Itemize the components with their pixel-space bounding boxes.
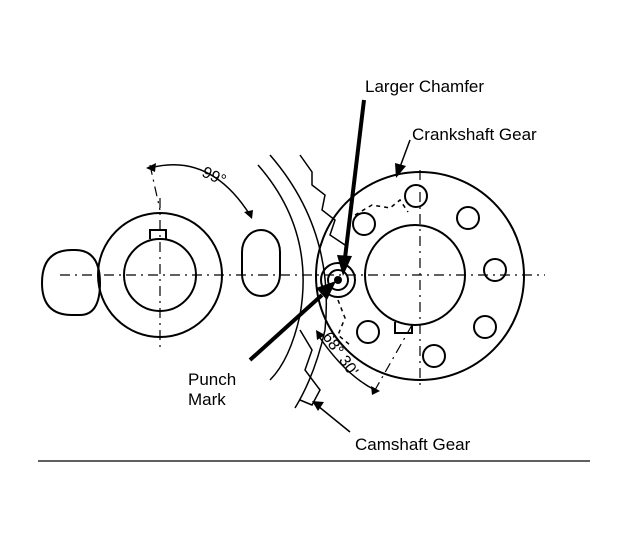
cam-angle-ref-line — [149, 164, 161, 211]
cam-angle-label: 99° — [199, 164, 228, 190]
crankshaft-mesh-teeth-lower — [337, 299, 351, 346]
camshaft-hub — [97, 198, 223, 352]
cam-angle-arrowhead-right — [244, 210, 253, 219]
crank-angle-arc — [317, 334, 376, 391]
punch-mark-label-line1: Punch — [188, 370, 236, 389]
punch-mark-dot — [334, 276, 342, 284]
crankshaft-gear-hole — [352, 212, 376, 236]
punch-mark-arrowhead — [316, 281, 336, 300]
punch-mark-label-line2: Mark — [188, 390, 226, 409]
crankshaft-timing-ref-line — [374, 324, 413, 391]
camshaft-gear-arc-outer — [269, 154, 328, 409]
camshaft-gear-arc-inner — [257, 164, 304, 381]
crankshaft-gear-hole — [404, 184, 428, 208]
crank-angle-arrowhead-lower — [371, 386, 380, 395]
camshaft-gear-teeth — [299, 154, 346, 246]
camshaft-hub-outer-ring — [97, 212, 223, 338]
camshaft-gear-arrowhead — [312, 401, 324, 411]
crankshaft-gear-arrow — [399, 139, 411, 168]
punch-mark-arrow — [248, 293, 324, 362]
crankshaft-gear-bore — [364, 224, 466, 326]
crankshaft-gear-hole — [473, 315, 497, 339]
camshaft-gear-lower-teeth — [299, 329, 321, 406]
camshaft-gear-arrow — [317, 405, 351, 433]
crankshaft-gear-hole — [456, 206, 480, 230]
larger-chamfer-label: Larger Chamfer — [365, 77, 484, 96]
punch-mark-point — [320, 262, 356, 298]
crankshaft-gear-hole — [356, 320, 380, 344]
larger-chamfer-arrowhead — [337, 255, 352, 276]
camshaft-gear-rim — [257, 154, 346, 409]
crankshaft-gear-label: Crankshaft Gear — [412, 125, 537, 144]
leader-arrows — [248, 99, 411, 433]
crankshaft-gear-arrowhead — [395, 163, 406, 178]
camshaft-keyway — [149, 229, 167, 239]
camshaft-gear-label: Camshaft Gear — [355, 435, 471, 454]
crankshaft-gear — [315, 170, 525, 391]
crank-angle-arrowhead-upper — [316, 330, 325, 340]
cam-angle-marker: 99° — [146, 163, 253, 219]
middle-oval-slot — [241, 229, 281, 297]
crankshaft-keyway — [394, 322, 413, 334]
crank-angle-marker: 68° 30' — [316, 329, 380, 395]
chamfer-ring-outer — [320, 262, 356, 298]
cam-angle-arc — [149, 164, 251, 216]
larger-chamfer-arrow — [343, 99, 366, 259]
crankshaft-gear-hole — [422, 344, 446, 368]
chamfer-ring-inner — [327, 269, 349, 291]
cam-angle-arrowhead-left — [146, 163, 156, 172]
crankshaft-gear-hole — [483, 258, 507, 282]
left-oval-slot — [40, 249, 102, 316]
